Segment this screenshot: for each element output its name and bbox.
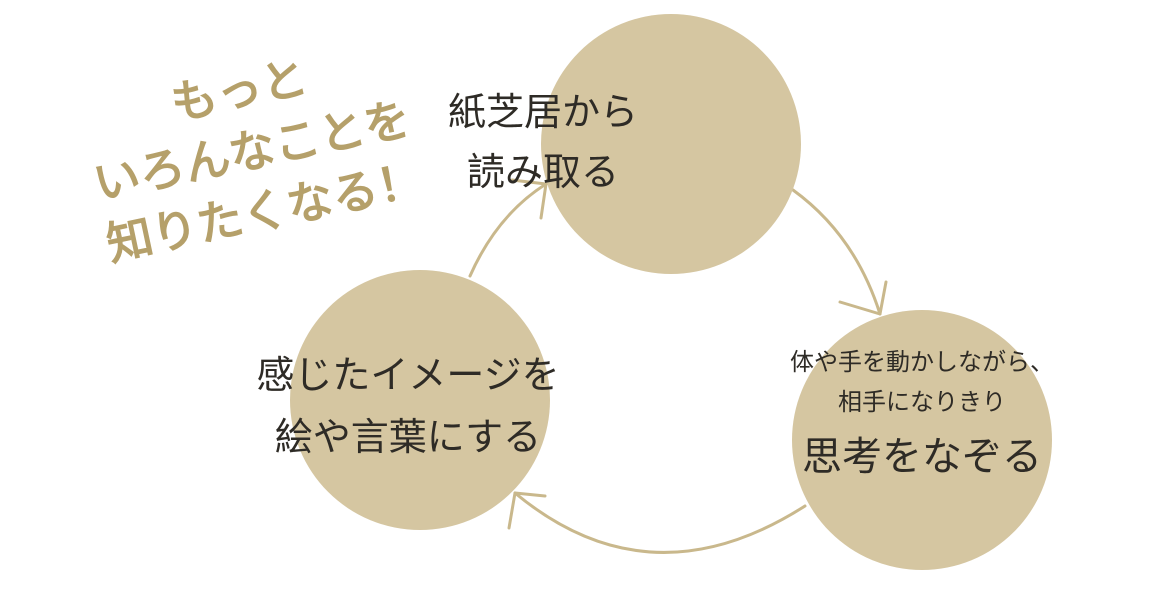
arrow-step2-to-step3 [513,491,807,554]
arrowhead-step3-to-step1 [510,178,548,220]
step2-sub2: 相手になりきり [838,388,1006,416]
step2-label: 体や手を動かしながら、 相手になりきり 思考をなぞる [790,342,1054,488]
step1-label: 紙芝居から 読み取る [413,82,673,202]
circle-step2 [792,310,1052,570]
step2-main: 思考をなぞる [802,434,1042,480]
arrowhead-step1-to-step2 [838,280,888,316]
circle-step1 [541,14,801,274]
step2-sub1: 体や手を動かしながら、 [790,348,1054,376]
step1-line2: 読み取る [466,150,619,194]
arrow-step1-to-step2 [791,188,882,316]
step3-line2: 絵や言葉にする [274,415,542,459]
step1-line1: 紙芝居から [447,90,638,134]
arrow-step3-to-step1 [468,182,548,278]
arrowhead-step2-to-step3 [507,491,547,530]
step3-label: 感じたイメージを 絵や言葉にする [256,344,559,468]
step3-line1: 感じたイメージを [256,353,560,397]
circle-step3 [290,270,550,530]
